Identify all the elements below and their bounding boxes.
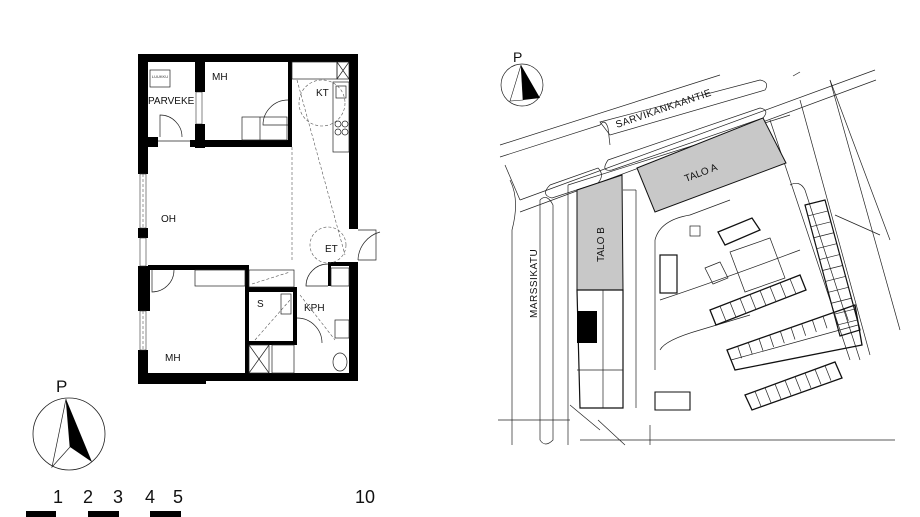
north-arrow-site-plan: P (500, 49, 544, 107)
ancillary-buildings (659, 217, 786, 294)
parking-stall-divider (790, 327, 796, 340)
north-arrow-floor-plan: P (32, 377, 106, 471)
parking-stall-divider (764, 387, 772, 403)
parking-stall-divider (834, 308, 855, 315)
building-label-talo-b: TALO B (596, 227, 607, 262)
street-lines (498, 69, 901, 446)
parking-shelters (709, 199, 863, 411)
entrance-door-frame[interactable] (358, 229, 377, 261)
scale-label-5: 5 (173, 487, 183, 507)
room-label-kt: KT (316, 88, 329, 99)
kitchen-fixtures (291, 61, 350, 262)
parking-stall-divider (754, 391, 762, 407)
parking-stall-divider (828, 286, 849, 293)
scale-label-3: 3 (113, 487, 123, 507)
luukku-hatch (149, 69, 171, 88)
parking-stall-divider (789, 278, 797, 295)
compass-circle (32, 397, 106, 471)
compass-needle-dark (66, 399, 92, 462)
parking-stall-divider (810, 221, 831, 228)
parking-stall-divider (824, 365, 832, 381)
turning-circle (298, 79, 346, 127)
parking-stall-divider (804, 372, 812, 389)
room-label-et: ET (325, 244, 338, 255)
wardrobes (194, 116, 295, 288)
parking-stall-divider (758, 338, 764, 351)
parking-stall-divider (779, 282, 787, 298)
door-parveke (159, 114, 183, 138)
parking-stall-divider (825, 276, 846, 282)
talo-b-lower-wing (576, 189, 637, 409)
parking-stall-divider (759, 290, 767, 306)
room-label-kph: KPH (304, 303, 325, 314)
north-label: P (56, 377, 67, 396)
luukku-label: LUUKKU (152, 74, 168, 79)
scale-label-2: 2 (83, 487, 93, 507)
parking-stall-divider (739, 298, 747, 314)
street-label-marssikatu: MARSSIKATU (529, 249, 540, 318)
parking-stall-divider (784, 380, 792, 396)
parking-stall-divider (833, 312, 838, 325)
site-north-label: P (513, 49, 522, 65)
scale-label-1: 1 (53, 487, 63, 507)
parking-stall-divider (844, 308, 849, 321)
parking-stall-divider (729, 302, 737, 318)
room-label-oh: OH (161, 214, 176, 225)
parking-stall-divider (719, 305, 727, 322)
room-label-s: S (257, 299, 264, 310)
entrance-door[interactable] (357, 231, 381, 261)
door-mh-top (262, 99, 289, 126)
parking-stall-divider (816, 243, 837, 250)
windows (139, 91, 203, 351)
parking-stall-divider (836, 319, 858, 326)
parking-stall-divider (769, 286, 777, 302)
bathroom-fixtures (248, 226, 350, 374)
parking-stall-lines (719, 210, 858, 407)
scale-bar: 1 2 3 4 5 10 (26, 487, 375, 517)
building-talo-a (636, 117, 787, 213)
parking-stall-divider (749, 294, 757, 310)
door-kph (305, 263, 329, 287)
parking-stall-divider (813, 232, 834, 239)
parking-stall-divider (774, 383, 782, 400)
toilet-icon (332, 352, 348, 372)
parking-stall-divider (780, 331, 785, 344)
parking-stall-divider (814, 369, 822, 385)
parking-stall-divider (794, 376, 802, 392)
scale-label-10: 10 (355, 487, 375, 507)
room-label-mh-top: MH (212, 72, 228, 83)
parking-stall-divider (769, 334, 774, 348)
parking-stall-divider (801, 323, 806, 336)
parking-stall-divider (812, 319, 817, 333)
parking-stall-divider (819, 254, 840, 260)
room-label-mh-bottom: MH (165, 353, 181, 364)
room-label-parveke: PARVEKE (148, 96, 195, 107)
interior-walls (148, 62, 349, 375)
parking-stall-divider (822, 316, 828, 329)
doors (151, 99, 381, 293)
exterior-walls (138, 54, 358, 384)
parking-stall-divider (807, 210, 829, 217)
apartment-floor-plan: LUUKKU (138, 54, 381, 384)
site-plan: P (498, 49, 901, 446)
parking-stall-divider (737, 346, 742, 359)
door-mh-bottom (151, 269, 175, 293)
parking-stall-divider (822, 265, 843, 271)
parking-stall-divider (831, 297, 852, 304)
scale-label-4: 4 (145, 487, 155, 507)
parking-stall-divider (748, 342, 753, 355)
